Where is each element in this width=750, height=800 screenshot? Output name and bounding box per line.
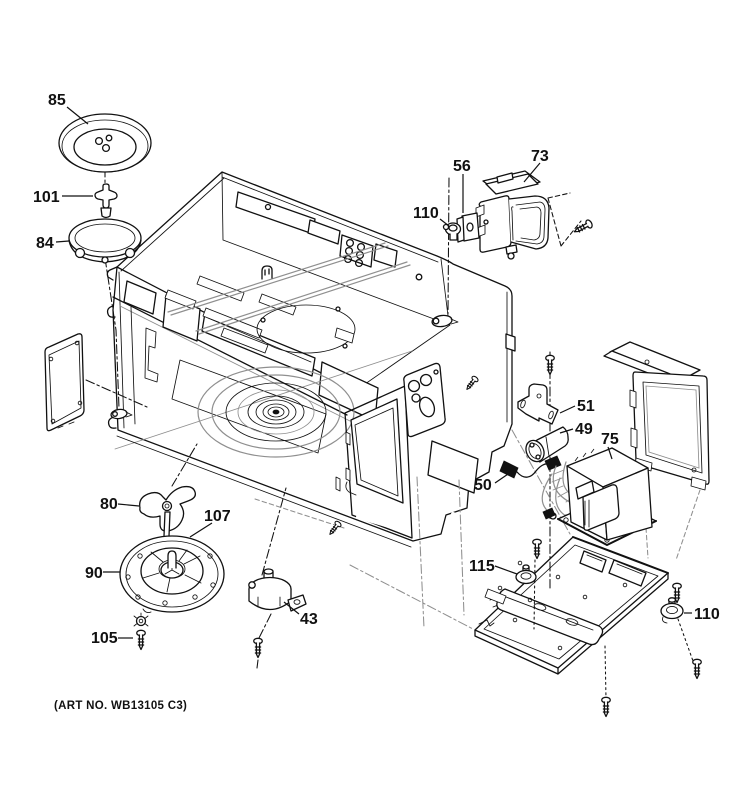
mounting-bracket [517, 383, 559, 425]
part-label-80: 80 [100, 496, 118, 513]
magnetron [475, 170, 550, 260]
part-label-110-bottom: 110 [694, 606, 720, 623]
capacitor [525, 426, 569, 463]
part-label-75: 75 [601, 431, 619, 448]
part-label-51: 51 [577, 398, 595, 415]
part-label-107: 107 [204, 508, 231, 525]
stirrer-blade [139, 485, 196, 532]
base-plate [474, 536, 669, 675]
part-label-101: 101 [33, 189, 60, 206]
part-label-56: 56 [453, 158, 471, 175]
part-label-105: 105 [91, 630, 118, 647]
grommet-110-bottom [660, 597, 684, 624]
part-label-85: 85 [48, 92, 66, 109]
part-label-43: 43 [300, 611, 318, 628]
part-label-90: 90 [85, 565, 103, 582]
transformer [557, 447, 657, 546]
part-label-84: 84 [36, 235, 54, 252]
side-panel [44, 333, 85, 432]
air-duct-panel [603, 341, 710, 491]
part-label-50: 50 [474, 477, 492, 494]
screw-washer-105 [133, 612, 149, 651]
part-label-110-top: 110 [413, 205, 439, 222]
turntable-motor [248, 568, 307, 612]
turntable-coupler [94, 183, 118, 219]
art-number: (ART NO. WB13105 C3) [54, 700, 187, 712]
glass-tray [58, 113, 152, 173]
fan-housing [119, 535, 225, 613]
part-label-73: 73 [531, 148, 549, 165]
grommet-115 [515, 564, 537, 585]
grommet-top [442, 222, 462, 241]
part-label-115: 115 [469, 558, 495, 575]
part-labels: 85 101 84 56 73 110 51 49 50 75 80 107 9… [33, 92, 720, 647]
shaft-eyelet-left [110, 408, 133, 420]
part-label-49: 49 [575, 421, 593, 438]
oven-cavity-assembly [106, 171, 516, 548]
shaft-eyelet [431, 314, 459, 328]
diode [499, 455, 562, 479]
roller-ring [68, 218, 142, 264]
